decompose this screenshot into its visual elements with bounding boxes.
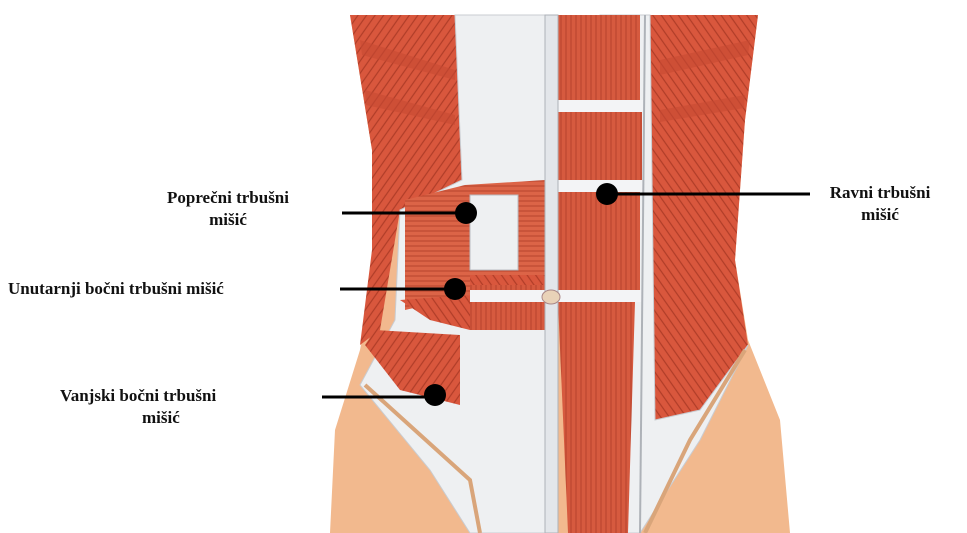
rectus-abdominis (558, 15, 642, 533)
label-line: mišić (60, 407, 300, 429)
pointer-dot (596, 183, 618, 205)
linea-alba (545, 15, 558, 533)
label-line: Vanjski bočni trbušni (60, 385, 300, 407)
label-rectus-abdominis: Ravni trbušni mišić (805, 182, 955, 226)
label-line: mišić (128, 209, 328, 231)
navel (542, 290, 560, 304)
label-line: Ravni trbušni (805, 182, 955, 204)
label-internal-oblique: Unutarnji bočni trbušni mišić (8, 278, 338, 300)
label-transverse-abdominis: Poprečni trbušni mišić (128, 187, 328, 231)
label-line: Unutarnji bočni trbušni mišić (8, 278, 338, 300)
pointer-dot (444, 278, 466, 300)
label-external-oblique: Vanjski bočni trbušni mišić (60, 385, 300, 429)
label-line: Poprečni trbušni (128, 187, 328, 209)
transverse-window (470, 195, 518, 270)
pointer-dot (424, 384, 446, 406)
pointer-dot (455, 202, 477, 224)
label-line: mišić (805, 204, 955, 226)
